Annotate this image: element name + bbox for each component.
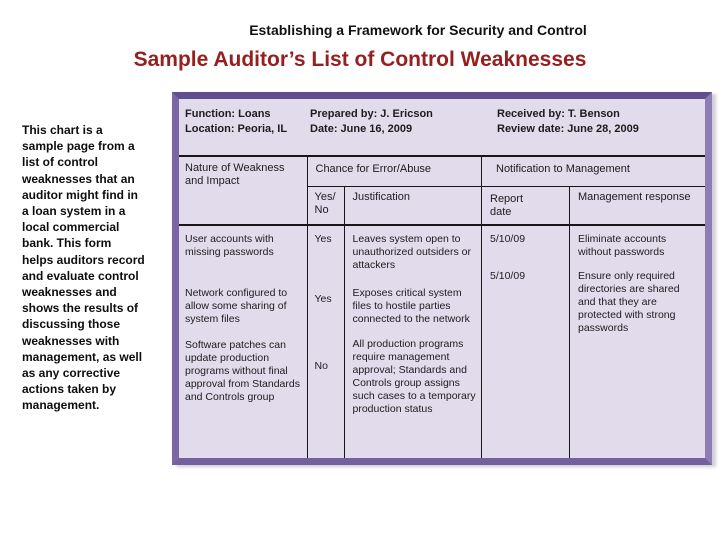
table-row-1-nature: User accounts with missing passwords	[185, 233, 274, 258]
slide-kicker: Establishing a Framework for Security an…	[249, 22, 587, 38]
table-row-3-nature: Software patches can update production p…	[185, 339, 300, 403]
form-grid: Nature of Weakness and Impact User accou…	[179, 156, 706, 458]
meta-review-date: Review date: June 28, 2009	[497, 123, 639, 135]
page-title: Sample Auditor’s List of Control Weaknes…	[133, 48, 587, 71]
slide-description: This chart is a sample page from a list …	[22, 123, 145, 413]
table-row-1-report-date: 5/10/09	[490, 233, 526, 245]
header-notification-to-management: Notification to Management	[496, 162, 630, 175]
table-row-1-yesno: Yes	[314, 233, 332, 245]
nature-cells: User accounts with missing passwords Net…	[179, 226, 307, 404]
management-response-cells: Eliminate accounts without passwords Ens…	[570, 226, 705, 458]
meta-received-review: Received by: T. Benson Review date: June…	[497, 107, 639, 137]
header-group-band: Chance for Error/Abuse Notification to M…	[307, 156, 705, 187]
column-nature-of-weakness: Nature of Weakness and Impact User accou…	[179, 156, 308, 458]
subheader-band: Yes/ No Justification Report date Manage…	[307, 187, 705, 226]
header-yes-no: Yes/ No	[308, 187, 345, 224]
header-chance-for-error: Chance for Error/Abuse	[308, 156, 482, 186]
body-cells: Yes Yes No Leaves system open to unautho…	[308, 226, 706, 458]
meta-date: Date: June 16, 2009	[310, 123, 413, 135]
justification-cells: Leaves system open to unauthorized outsi…	[345, 226, 482, 458]
meta-function-location: Function: Loans Location: Peoria, IL	[185, 107, 287, 137]
table-row-2-yesno: Yes	[314, 293, 332, 305]
yes-no-cells: Yes Yes No	[308, 226, 345, 458]
table-row-3-yesno: No	[314, 360, 328, 372]
meta-prepared-by: Prepared by: J. Ericson	[310, 108, 433, 120]
meta-function: Function: Loans	[185, 108, 271, 120]
header-nature-of-weakness: Nature of Weakness and Impact	[179, 157, 307, 226]
form-meta-band: Function: Loans Location: Peoria, IL Pre…	[179, 99, 705, 157]
meta-prepared-date: Prepared by: J. Ericson Date: June 16, 2…	[310, 107, 433, 137]
meta-received-by: Received by: T. Benson	[497, 108, 620, 120]
report-date-cells: 5/10/09 5/10/09	[482, 226, 570, 458]
header-justification: Justification	[345, 187, 482, 224]
table-row-1-justification: Leaves system open to unauthorized outsi…	[352, 233, 472, 271]
table-row-2-response: Ensure only required directories are sha…	[578, 270, 680, 334]
table-row-2-report-date: 5/10/09	[490, 270, 526, 282]
audit-form: Function: Loans Location: Peoria, IL Pre…	[172, 92, 712, 465]
table-row-2-justification: Exposes critical system files to hostile…	[352, 287, 470, 325]
table-row-2-nature: Network configured to allow some sharing…	[185, 287, 288, 325]
meta-location: Location: Peoria, IL	[185, 123, 288, 135]
columns-right: Chance for Error/Abuse Notification to M…	[307, 156, 706, 458]
header-management-response: Management response	[578, 191, 691, 203]
table-row-3-justification: All production programs require manageme…	[352, 338, 476, 415]
header-report-date: Report date	[482, 187, 570, 224]
table-row-1-response: Eliminate accounts without passwords	[578, 233, 667, 258]
